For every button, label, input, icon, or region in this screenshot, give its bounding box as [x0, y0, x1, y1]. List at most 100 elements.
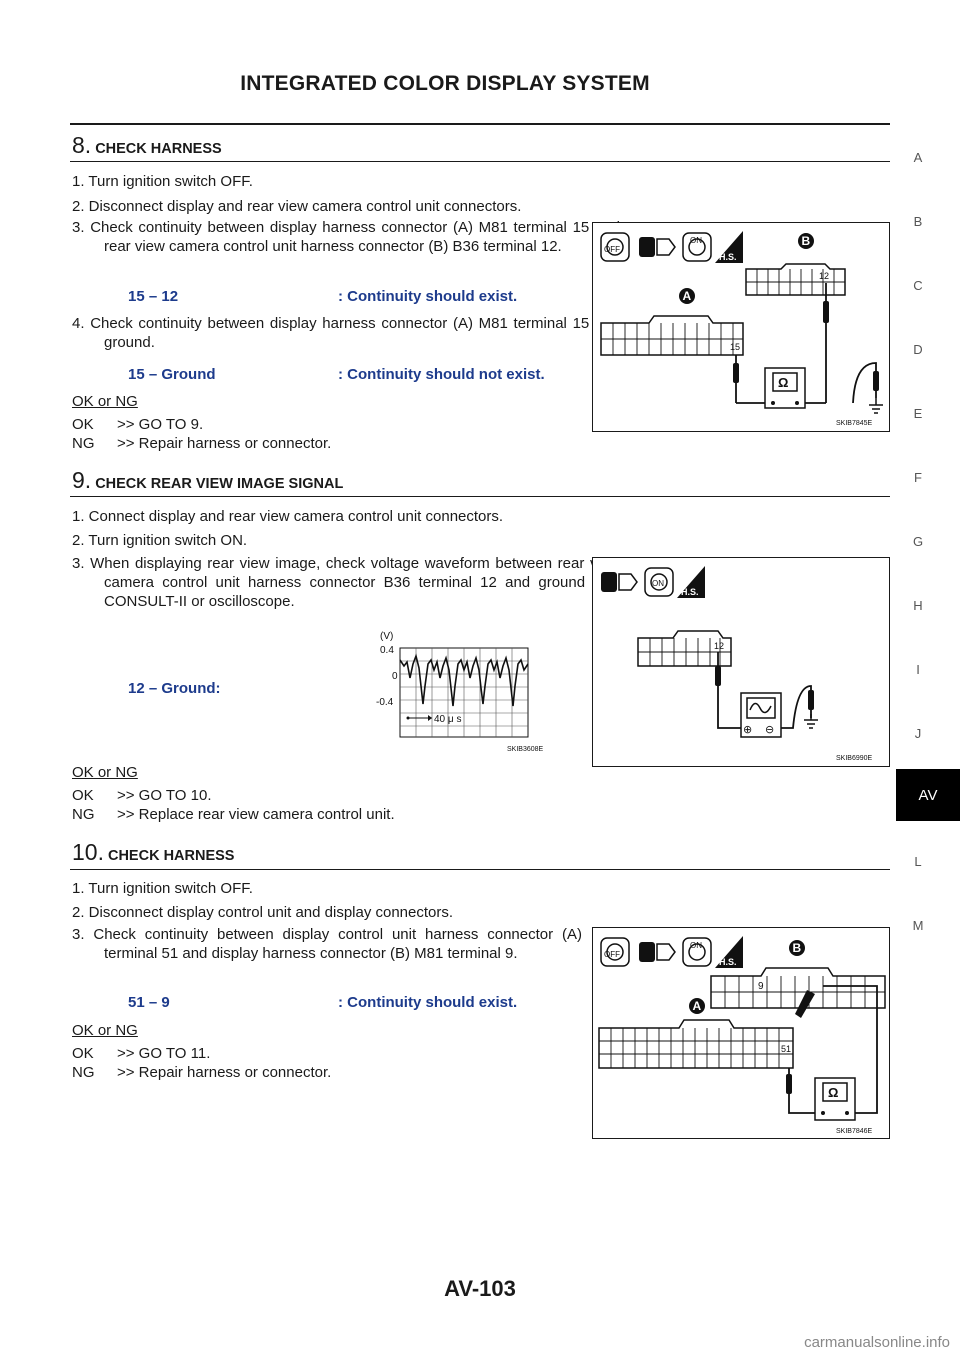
connector-disconnect-icon	[639, 237, 676, 257]
section-10-rule	[70, 869, 890, 870]
connector-a-pin: 15	[730, 342, 740, 352]
callout-b-label: B	[802, 234, 811, 248]
side-tab-j[interactable]: J	[914, 726, 922, 741]
section-8-number: 8.	[72, 132, 92, 158]
side-tab-i[interactable]: I	[916, 662, 920, 677]
section-9-step-1: 1. Connect display and rear view camera …	[72, 508, 504, 525]
hs-badge-icon: H.S.	[715, 936, 743, 968]
ng-text: >> Repair harness or connector.	[117, 1064, 332, 1081]
oscilloscope-icon: ⊕ ⊖	[740, 692, 782, 738]
section-9-rule	[70, 496, 890, 497]
header-rule	[70, 123, 890, 125]
page-title: INTEGRATED COLOR DISPLAY SYSTEM	[240, 72, 650, 95]
figure-code: SKIB6990E	[836, 755, 873, 762]
callout-a-label: A	[693, 999, 702, 1013]
wave-time-label: 40 μ s	[434, 714, 461, 725]
figure-code: SKIB7846E	[836, 1128, 873, 1135]
section-9-title: CHECK REAR VIEW IMAGE SIGNAL	[95, 476, 344, 492]
side-tab-av-active[interactable]: AV	[896, 769, 960, 821]
watermark: carmanualsonline.info	[804, 1334, 950, 1351]
wave-trace	[399, 653, 529, 707]
ng-key: NG	[72, 806, 95, 823]
side-tab-l[interactable]: L	[914, 854, 922, 869]
connector-b-pin: 12	[819, 271, 829, 281]
section-8-ok-result: OK>> GO TO 9.	[72, 416, 203, 433]
ok-key: OK	[72, 1045, 94, 1062]
section-8-heading: 8. CHECK HARNESS	[72, 132, 222, 159]
ng-key: NG	[72, 1064, 95, 1081]
ok-text: >> GO TO 9.	[117, 416, 204, 433]
hs-label: H.S.	[719, 957, 737, 967]
section-10-heading: 10. CHECK HARNESS	[72, 839, 234, 866]
probe-wires	[735, 283, 877, 404]
callout-a: A	[679, 288, 695, 304]
wave-zero-label: 0	[392, 671, 398, 682]
section-10-ok-result: OK >> GO TO 11.	[72, 1045, 210, 1062]
switch-off-icon: OFF	[600, 232, 630, 262]
side-tab-c[interactable]: C	[913, 278, 923, 293]
side-tab-f[interactable]: F	[914, 470, 922, 485]
ok-text: >> GO TO 10.	[117, 787, 212, 804]
section-8-ng-result: NG>> Repair harness or connector.	[72, 435, 331, 452]
section-9-number: 9.	[72, 467, 92, 493]
switch-off-label: OFF	[604, 950, 620, 959]
side-tab-d[interactable]: D	[913, 342, 923, 357]
probe-tips	[786, 990, 815, 1094]
hs-badge-icon: H.S.	[715, 231, 743, 263]
connector-a: 51	[598, 1019, 794, 1069]
connector-b: 12	[745, 263, 846, 296]
side-tab-b[interactable]: B	[913, 214, 923, 229]
callout-b: B	[798, 233, 814, 249]
figure-skib7845e: OFF ON H.S. B 12 A	[592, 222, 890, 432]
plus-terminal: ⊕	[743, 724, 752, 736]
ohmmeter-symbol: Ω	[778, 375, 788, 390]
callout-a-label: A	[683, 289, 692, 303]
side-tab-h[interactable]: H	[913, 598, 923, 613]
switch-on-label: ON	[690, 236, 702, 245]
connector-b-pin: 9	[758, 981, 764, 992]
section-8-step-1: 1. Turn ignition switch OFF.	[72, 173, 253, 190]
side-tab-a[interactable]: A	[913, 150, 923, 165]
section-9-ok-result: OK>> GO TO 10.	[72, 787, 212, 804]
wave-code: SKIB3608E	[507, 746, 544, 753]
section-10-step-1: 1. Turn ignition switch OFF.	[72, 880, 253, 897]
ohmmeter-icon: Ω	[764, 367, 806, 409]
ng-text: >> Replace rear view camera control unit…	[117, 806, 395, 823]
section-10-ng-result: NG >> Repair harness or connector.	[72, 1064, 331, 1081]
section-8-step-2: 2. Disconnect display and rear view came…	[72, 198, 522, 215]
switch-on-label: ON	[652, 579, 664, 588]
connector-a-pin: 51	[781, 1044, 791, 1054]
switch-off-icon: OFF	[600, 937, 630, 967]
connector-disconnect-icon	[639, 942, 676, 962]
switch-on-icon: ON	[644, 567, 674, 597]
section-9-step-2: 2. Turn ignition switch ON.	[72, 532, 248, 549]
page-number: AV-103	[444, 1276, 516, 1301]
ground-icon	[869, 398, 883, 414]
switch-off-label: OFF	[604, 245, 620, 254]
section-10-step-2: 2. Disconnect display control unit and d…	[72, 904, 454, 921]
hs-label: H.S.	[719, 252, 737, 262]
section-10-spec-left: 51 – 9	[128, 994, 170, 1011]
time-scale: 40 μ s	[406, 714, 461, 725]
ok-text: >> GO TO 11.	[117, 1045, 211, 1062]
callout-b: B	[789, 940, 805, 956]
side-tab-g[interactable]: G	[912, 534, 924, 549]
connector-b: 9	[710, 967, 886, 1009]
probe-tips	[715, 666, 814, 710]
side-tab-m[interactable]: M	[912, 918, 924, 933]
section-8-rule	[70, 161, 890, 162]
section-8-spec-2-left: 15 – Ground	[128, 366, 216, 383]
side-tab-e[interactable]: E	[913, 406, 923, 421]
wave-bottom-label: -0.4	[376, 697, 394, 708]
section-8-spec-1-left: 15 – 12	[128, 288, 179, 305]
wave-top-label: 0.4	[380, 645, 394, 656]
ng-key: NG	[72, 435, 95, 452]
section-10-title: CHECK HARNESS	[107, 848, 235, 864]
section-10-step-3: 3. Check continuity between display cont…	[72, 926, 620, 962]
hs-badge-icon: H.S.	[677, 566, 705, 598]
hs-label: H.S.	[681, 587, 699, 597]
callout-a: A	[689, 998, 705, 1014]
section-9-ok-or-ng: OK or NG	[72, 764, 138, 781]
waveform-figure: (V) 0.4 0 -0.4 40 μ s SKIB3608E	[376, 631, 544, 753]
section-8-step-3: 3. Check continuity between display harn…	[72, 219, 620, 255]
